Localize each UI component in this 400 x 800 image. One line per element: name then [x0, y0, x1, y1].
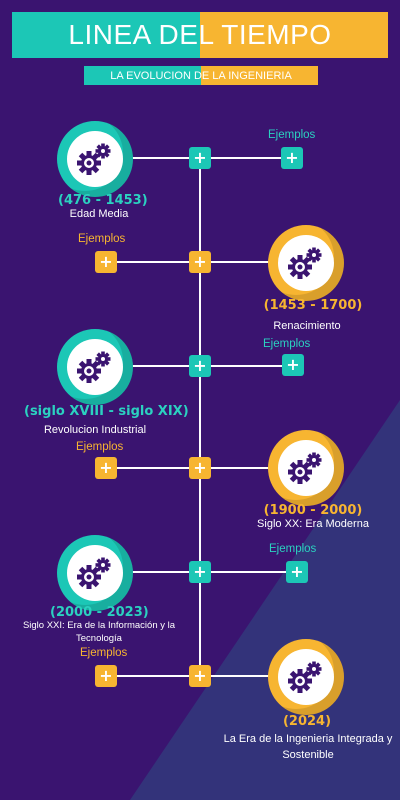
event-1-examples-button[interactable]: + — [281, 147, 303, 169]
event-6-years: (2024) — [282, 714, 332, 729]
event-4-expand-button[interactable]: + — [189, 457, 211, 479]
timeline-spine — [199, 158, 201, 676]
event-2-examples-label: Ejemplos — [78, 233, 126, 245]
plus-icon: + — [99, 458, 113, 477]
event-2-circle — [268, 225, 344, 301]
event-3-circle — [57, 329, 133, 405]
event-1-expand-button[interactable]: + — [189, 147, 211, 169]
event-2-examples-button[interactable]: + — [95, 251, 117, 273]
connector-5 — [130, 571, 296, 573]
gears-icon — [288, 452, 322, 484]
plus-icon: + — [99, 252, 113, 271]
event-5-examples-button[interactable]: + — [286, 561, 308, 583]
event-3-years: (siglo XVIII - siglo XIX) — [24, 404, 189, 419]
event-4-years: (1900 - 2000) — [263, 503, 363, 518]
event-1-circle — [57, 121, 133, 197]
event-2-expand-button[interactable]: + — [189, 251, 211, 273]
event-1-examples-label: Ejemplos — [268, 129, 316, 141]
connector-3 — [130, 365, 292, 367]
event-5-label: Siglo XXI: Era de la Información y la Te… — [22, 620, 176, 644]
event-2-years: (1453 - 1700) — [263, 298, 363, 313]
page-subtitle: LA EVOLUCION DE LA INGENIERIA — [110, 69, 292, 82]
gears-icon — [77, 143, 111, 175]
plus-icon: + — [290, 562, 304, 581]
event-4-label: Siglo XX: Era Moderna — [257, 518, 369, 530]
subtitle-banner: LA EVOLUCION DE LA INGENIERIA — [84, 66, 318, 85]
plus-icon: + — [193, 562, 207, 581]
plus-icon: + — [99, 666, 113, 685]
event-6-label: La Era de la Ingenieria Integrada y Sost… — [223, 733, 393, 761]
event-5-circle — [57, 535, 133, 611]
plus-icon: + — [193, 252, 207, 271]
event-6-expand-button[interactable]: + — [189, 665, 211, 687]
plus-icon: + — [193, 356, 207, 375]
event-4-circle — [268, 430, 344, 506]
event-4-examples-label: Ejemplos — [76, 441, 124, 453]
gears-icon — [288, 247, 322, 279]
plus-icon: + — [285, 148, 299, 167]
page-title: LINEA DEL TIEMPO — [68, 19, 332, 50]
gears-icon — [77, 351, 111, 383]
event-3-examples-label: Ejemplos — [263, 338, 311, 350]
event-1-label: Edad Media — [69, 208, 129, 220]
event-6-examples-label: Ejemplos — [80, 647, 128, 659]
plus-icon: + — [193, 148, 207, 167]
event-1-years: (476 - 1453) — [58, 193, 148, 208]
event-5-years: (2000 - 2023) — [50, 605, 149, 620]
plus-icon: + — [193, 666, 207, 685]
plus-icon: + — [286, 355, 300, 374]
title-banner: LINEA DEL TIEMPO — [12, 12, 388, 58]
event-5-expand-button[interactable]: + — [189, 561, 211, 583]
event-5-examples-label: Ejemplos — [269, 543, 317, 555]
event-4-examples-button[interactable]: + — [95, 457, 117, 479]
gears-icon — [77, 557, 111, 589]
event-3-examples-button[interactable]: + — [282, 354, 304, 376]
gears-icon — [288, 661, 322, 693]
event-2-label: Renacimiento — [273, 320, 341, 332]
event-3-label: Revolucion Industrial — [43, 424, 147, 436]
connector-1 — [130, 157, 292, 159]
event-6-circle — [268, 639, 344, 715]
event-6-examples-button[interactable]: + — [95, 665, 117, 687]
event-3-expand-button[interactable]: + — [189, 355, 211, 377]
plus-icon: + — [193, 458, 207, 477]
